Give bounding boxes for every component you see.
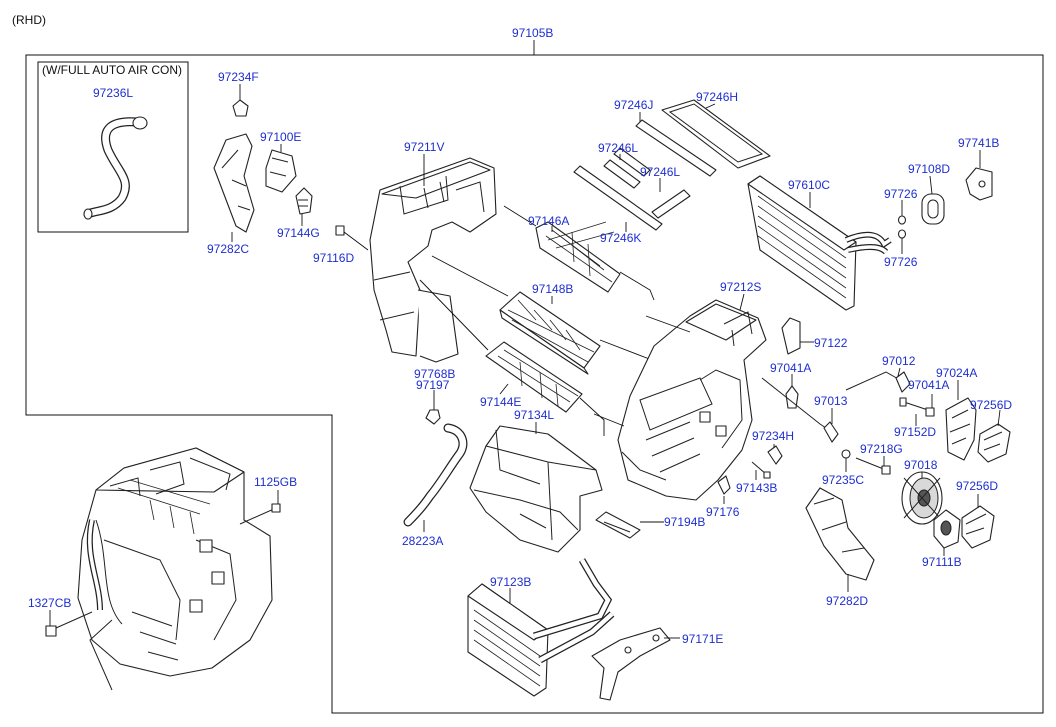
label-97197[interactable]: 97197 xyxy=(416,378,450,392)
orings-97726-drawing xyxy=(897,200,907,254)
label-97768b[interactable]: 97768B xyxy=(414,367,455,381)
clip-97176-drawing xyxy=(717,475,731,504)
evaporator-97610c-drawing xyxy=(747,175,892,311)
label-97234h[interactable]: 97234H xyxy=(752,429,794,443)
clip-97234f-drawing xyxy=(232,84,249,117)
label-97282c[interactable]: 97282C xyxy=(207,242,249,256)
label-97235c[interactable]: 97235C xyxy=(822,473,864,487)
duct-97282d-drawing xyxy=(805,487,875,592)
actuator-97256d-lower-drawing xyxy=(961,494,995,549)
heater-core-97123b-drawing xyxy=(467,558,615,697)
label-97726-a[interactable]: 97726 xyxy=(884,187,918,201)
label-97108d[interactable]: 97108D xyxy=(908,162,950,176)
label-97148b[interactable]: 97148B xyxy=(532,282,573,296)
label-28223a[interactable]: 28223A xyxy=(402,534,443,548)
label-97152d[interactable]: 97152D xyxy=(894,425,936,439)
main-assembly-frame xyxy=(25,54,1044,714)
motor-97018-drawing xyxy=(901,471,943,525)
lower-case-97134l-drawing xyxy=(469,422,603,553)
label-97144g[interactable]: 97144G xyxy=(277,226,320,240)
label-97024a[interactable]: 97024A xyxy=(936,366,977,380)
labels: (RHD) 97105B (W/FULL AUTO AIR CON) 97236… xyxy=(12,13,1012,646)
label-97218g[interactable]: 97218G xyxy=(860,442,903,456)
label-97041a-a[interactable]: 97041A xyxy=(770,361,811,375)
rods-97012-97013-drawing xyxy=(761,367,911,443)
gasket-97108d-drawing xyxy=(921,175,945,225)
inset-frame xyxy=(37,61,189,233)
inset-title: (W/FULL AUTO AIR CON) xyxy=(42,63,182,77)
label-97256d-b[interactable]: 97256D xyxy=(956,479,998,493)
diagram-frames xyxy=(25,40,1044,714)
label-97726-b[interactable]: 97726 xyxy=(884,255,918,269)
label-97234f[interactable]: 97234F xyxy=(218,70,259,84)
label-97282d[interactable]: 97282D xyxy=(826,594,868,608)
label-97246h[interactable]: 97246H xyxy=(696,90,738,104)
label-97041a-b[interactable]: 97041A xyxy=(908,378,949,392)
screw-97218g-drawing xyxy=(855,456,891,475)
sensor-97144g-drawing xyxy=(295,187,313,226)
label-97194b[interactable]: 97194B xyxy=(664,515,705,529)
screw-97143b-drawing xyxy=(751,461,771,480)
duct-97282c-drawing xyxy=(213,133,255,242)
actuator-97256d-upper-drawing xyxy=(977,409,1011,463)
bracket-97171e-drawing xyxy=(591,627,680,701)
label-97134l[interactable]: 97134L xyxy=(514,408,554,422)
label-97236l[interactable]: 97236L xyxy=(93,86,133,100)
label-97246j[interactable]: 97246J xyxy=(614,98,653,112)
grommet-97235c-drawing xyxy=(841,449,851,472)
label-97012[interactable]: 97012 xyxy=(882,354,916,368)
door-97146a-drawing xyxy=(535,221,621,293)
clip-97234h-drawing xyxy=(767,444,783,465)
assembled-unit-drawing xyxy=(45,447,281,691)
label-1125gb[interactable]: 1125GB xyxy=(254,475,297,489)
cover-97111b-drawing xyxy=(933,509,961,556)
case-link-lines xyxy=(593,315,691,427)
label-97171e[interactable]: 97171E xyxy=(682,632,723,646)
label-97741b[interactable]: 97741B xyxy=(958,136,999,150)
hose-97236l-drawing xyxy=(83,116,148,220)
door-97148b-drawing xyxy=(499,291,601,375)
clip-97122-drawing xyxy=(781,317,814,355)
label-97111b[interactable]: 97111B xyxy=(922,555,962,569)
label-97176[interactable]: 97176 xyxy=(706,505,740,519)
label-97123b[interactable]: 97123B xyxy=(490,575,531,589)
screw-97116d-drawing xyxy=(335,225,369,251)
bracket-97741b-drawing xyxy=(965,150,993,201)
label-97211v[interactable]: 97211V xyxy=(404,140,444,154)
label-97246l-a[interactable]: 97246L xyxy=(598,141,638,155)
label-97246l-b[interactable]: 97246L xyxy=(640,165,680,179)
actuator-97100e-drawing xyxy=(265,144,297,193)
label-97144e[interactable]: 97144E xyxy=(480,395,521,409)
filter-97246h-drawing xyxy=(661,99,771,169)
drain-hose-28223a-drawing xyxy=(403,423,468,532)
door-97144e-drawing xyxy=(485,341,583,413)
label-97246k[interactable]: 97246K xyxy=(600,231,641,245)
right-case-97212s-drawing xyxy=(617,293,767,501)
label-97122[interactable]: 97122 xyxy=(814,336,848,350)
bolt-97152d-drawing xyxy=(899,394,935,426)
variant-note: (RHD) xyxy=(12,13,46,27)
label-1327cb[interactable]: 1327CB xyxy=(28,596,71,610)
label-97116d[interactable]: 97116D xyxy=(313,251,354,265)
seals-97246l-drawing xyxy=(573,147,691,232)
label-97100e[interactable]: 97100E xyxy=(260,130,301,144)
label-97146a[interactable]: 97146A xyxy=(528,214,569,228)
left-case-97211v-drawing xyxy=(369,154,497,363)
label-97143b[interactable]: 97143B xyxy=(736,481,777,495)
label-97018[interactable]: 97018 xyxy=(904,458,938,472)
label-97256d-a[interactable]: 97256D xyxy=(970,398,1012,412)
actuator-97024a-drawing xyxy=(945,380,977,461)
seal-97246j-drawing xyxy=(635,112,717,177)
grommet-97197-drawing xyxy=(425,390,441,425)
label-97105b[interactable]: 97105B xyxy=(512,26,553,40)
seal-97194b-drawing xyxy=(595,511,664,539)
clip-97041a-left-drawing xyxy=(785,374,799,409)
label-97212s[interactable]: 97212S xyxy=(720,280,761,294)
label-97610c[interactable]: 97610C xyxy=(788,178,830,192)
label-97013[interactable]: 97013 xyxy=(814,394,848,408)
assembly-guide-lines xyxy=(419,205,655,436)
